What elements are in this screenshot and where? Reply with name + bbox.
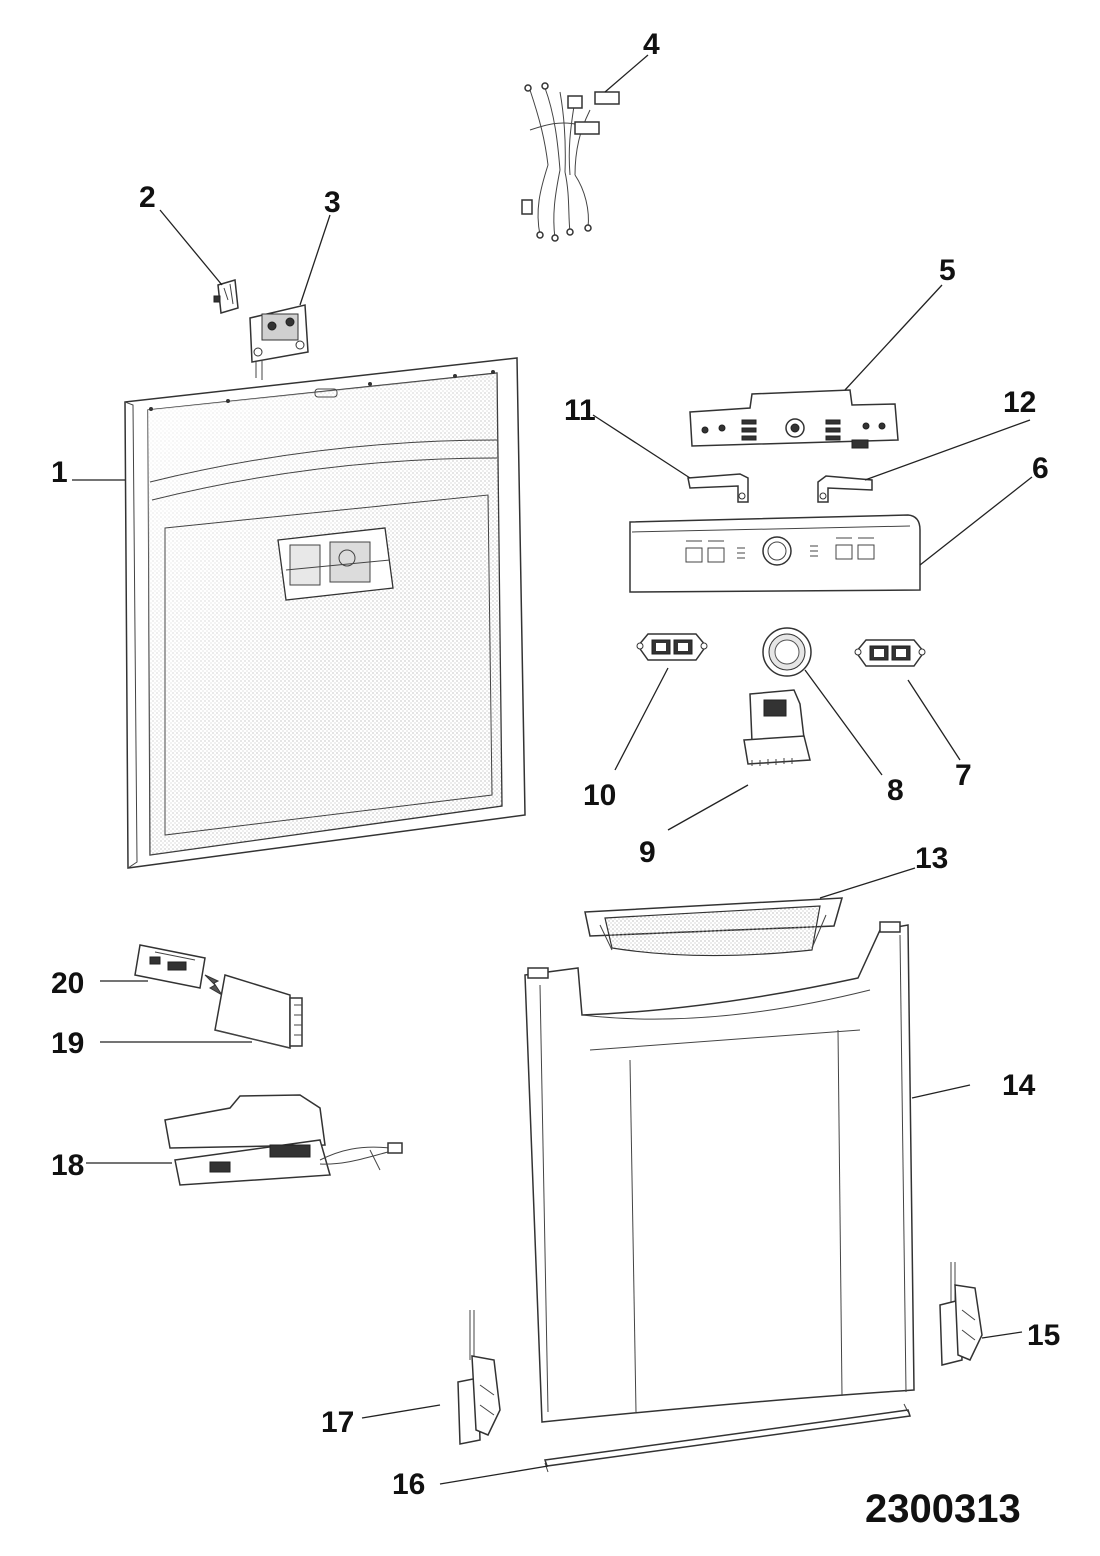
callout-8: 8 [887, 774, 904, 807]
callout-11: 11 [564, 394, 596, 427]
dispenser-icon [743, 689, 811, 766]
rod-icon [544, 1403, 911, 1473]
label-card-icon [134, 944, 223, 996]
module-board-icon [164, 1094, 403, 1186]
outer-door-panel-icon [524, 921, 915, 1423]
button-pad-left-icon [636, 633, 708, 661]
callout-15: 15 [1027, 1319, 1060, 1352]
callout-2: 2 [139, 181, 156, 214]
diagram-id-label: 2300313 [865, 1487, 1021, 1531]
bracket-left-icon [687, 473, 749, 503]
callout-17: 17 [321, 1406, 354, 1439]
callout-5: 5 [939, 254, 956, 287]
inner-door-panel-icon [124, 357, 526, 869]
door-latch-icon [249, 304, 309, 380]
callout-12: 12 [1003, 386, 1036, 419]
callout-1: 1 [51, 456, 68, 489]
button-pad-right-icon [854, 639, 926, 667]
hinge-right-icon [939, 1262, 983, 1366]
callout-6: 6 [1032, 452, 1049, 485]
callout-19: 19 [51, 1027, 84, 1060]
hinge-left-icon [457, 1310, 501, 1445]
dispenser-module-icon [277, 527, 394, 601]
knob-ring-icon [762, 627, 812, 677]
callout-7: 7 [955, 759, 972, 792]
leader-lines [72, 54, 1033, 1485]
callout-18: 18 [51, 1149, 84, 1182]
bracket-right-icon [817, 475, 873, 503]
control-panel-icon [629, 514, 921, 593]
control-board-icon [689, 389, 899, 449]
callouts: 1 2 3 4 5 6 7 8 9 10 11 12 13 14 15 16 1… [51, 28, 1060, 1501]
callout-13: 13 [915, 842, 948, 875]
callout-14: 14 [1002, 1069, 1036, 1102]
callout-20: 20 [51, 967, 84, 1000]
module-box-icon [214, 974, 303, 1049]
callout-9: 9 [639, 836, 656, 869]
callout-16: 16 [392, 1468, 425, 1501]
callout-10: 10 [583, 779, 616, 812]
door-switch-icon [213, 279, 239, 314]
wire-harness-icon [521, 82, 620, 242]
vent-icon [584, 897, 844, 957]
callout-4: 4 [643, 28, 660, 61]
callout-3: 3 [324, 186, 341, 219]
